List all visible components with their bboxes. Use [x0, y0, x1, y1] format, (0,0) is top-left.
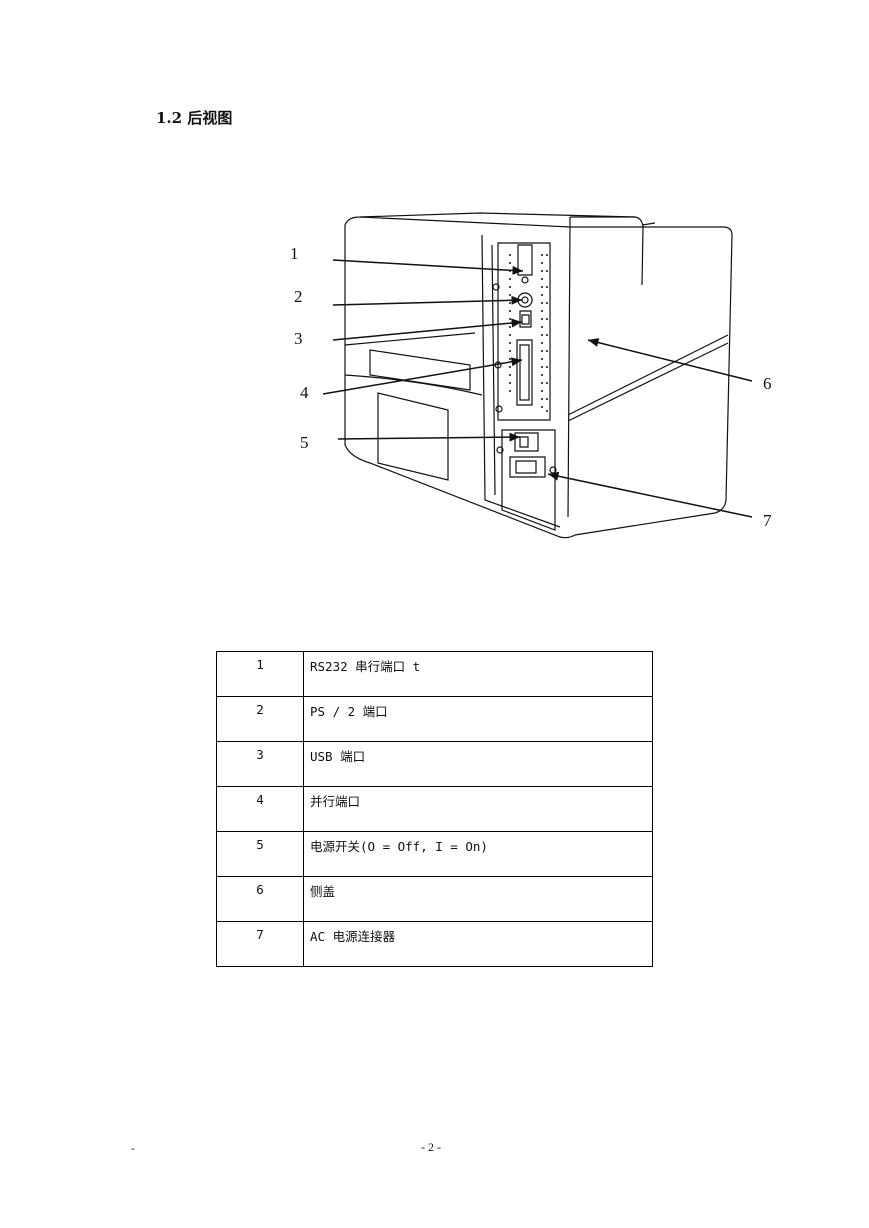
part-label: PS / 2 端口 [303, 696, 653, 742]
callout-3: 3 [294, 329, 303, 348]
callout-4: 4 [300, 383, 309, 402]
table-row: 1 RS232 串行端口 t [216, 651, 653, 697]
callout-5: 5 [300, 433, 309, 452]
callout-1: 1 [290, 244, 299, 263]
part-number: 3 [216, 741, 304, 787]
printer-rear-view-illustration [322, 212, 753, 539]
parts-table: 1 RS232 串行端口 t 2 PS / 2 端口 3 USB 端口 4 并行… [216, 651, 653, 967]
callout-2: 2 [294, 287, 303, 306]
page-number: - 2 - [421, 1140, 441, 1154]
part-number: 5 [216, 831, 304, 877]
part-label: AC 电源连接器 [303, 921, 653, 967]
part-number: 4 [216, 786, 304, 832]
callout-6: 6 [763, 374, 772, 393]
part-number: 2 [216, 696, 304, 742]
footer-mark: - [131, 1142, 135, 1155]
part-number: 1 [216, 651, 304, 697]
table-row: 6 侧盖 [216, 876, 653, 922]
table-row: 4 并行端口 [216, 786, 653, 832]
table-row: 7 AC 电源连接器 [216, 921, 653, 967]
part-label: RS232 串行端口 t [303, 651, 653, 697]
part-label: USB 端口 [303, 741, 653, 787]
table-row: 3 USB 端口 [216, 741, 653, 787]
table-row: 2 PS / 2 端口 [216, 696, 653, 742]
callout-7: 7 [763, 511, 772, 530]
part-number: 7 [216, 921, 304, 967]
part-label: 侧盖 [303, 876, 653, 922]
part-label: 电源开关(O = Off, I = On) [303, 831, 653, 877]
table-row: 5 电源开关(O = Off, I = On) [216, 831, 653, 877]
part-label: 并行端口 [303, 786, 653, 832]
part-number: 6 [216, 876, 304, 922]
section-heading: 1.2 后视图 [156, 109, 233, 127]
